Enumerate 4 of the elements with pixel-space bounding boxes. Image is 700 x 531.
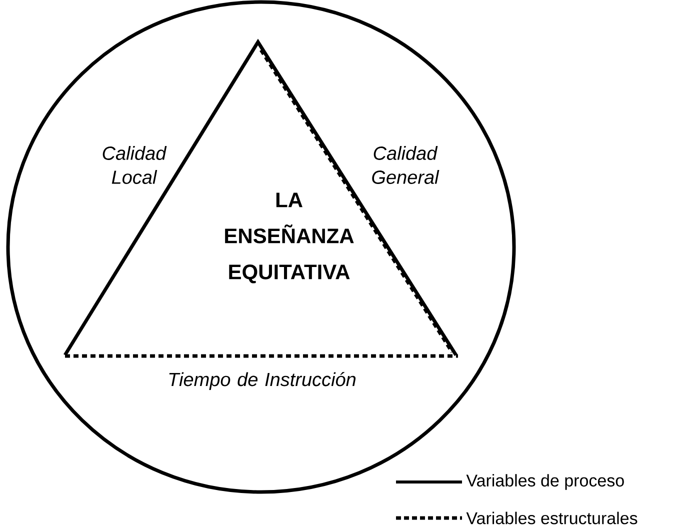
legend-text: Variables de proceso: [466, 474, 624, 490]
side-label: Calidad General: [372, 146, 440, 184]
side-label: Calidad Local: [102, 146, 167, 184]
legend-text: Variables estructurales: [466, 512, 638, 524]
